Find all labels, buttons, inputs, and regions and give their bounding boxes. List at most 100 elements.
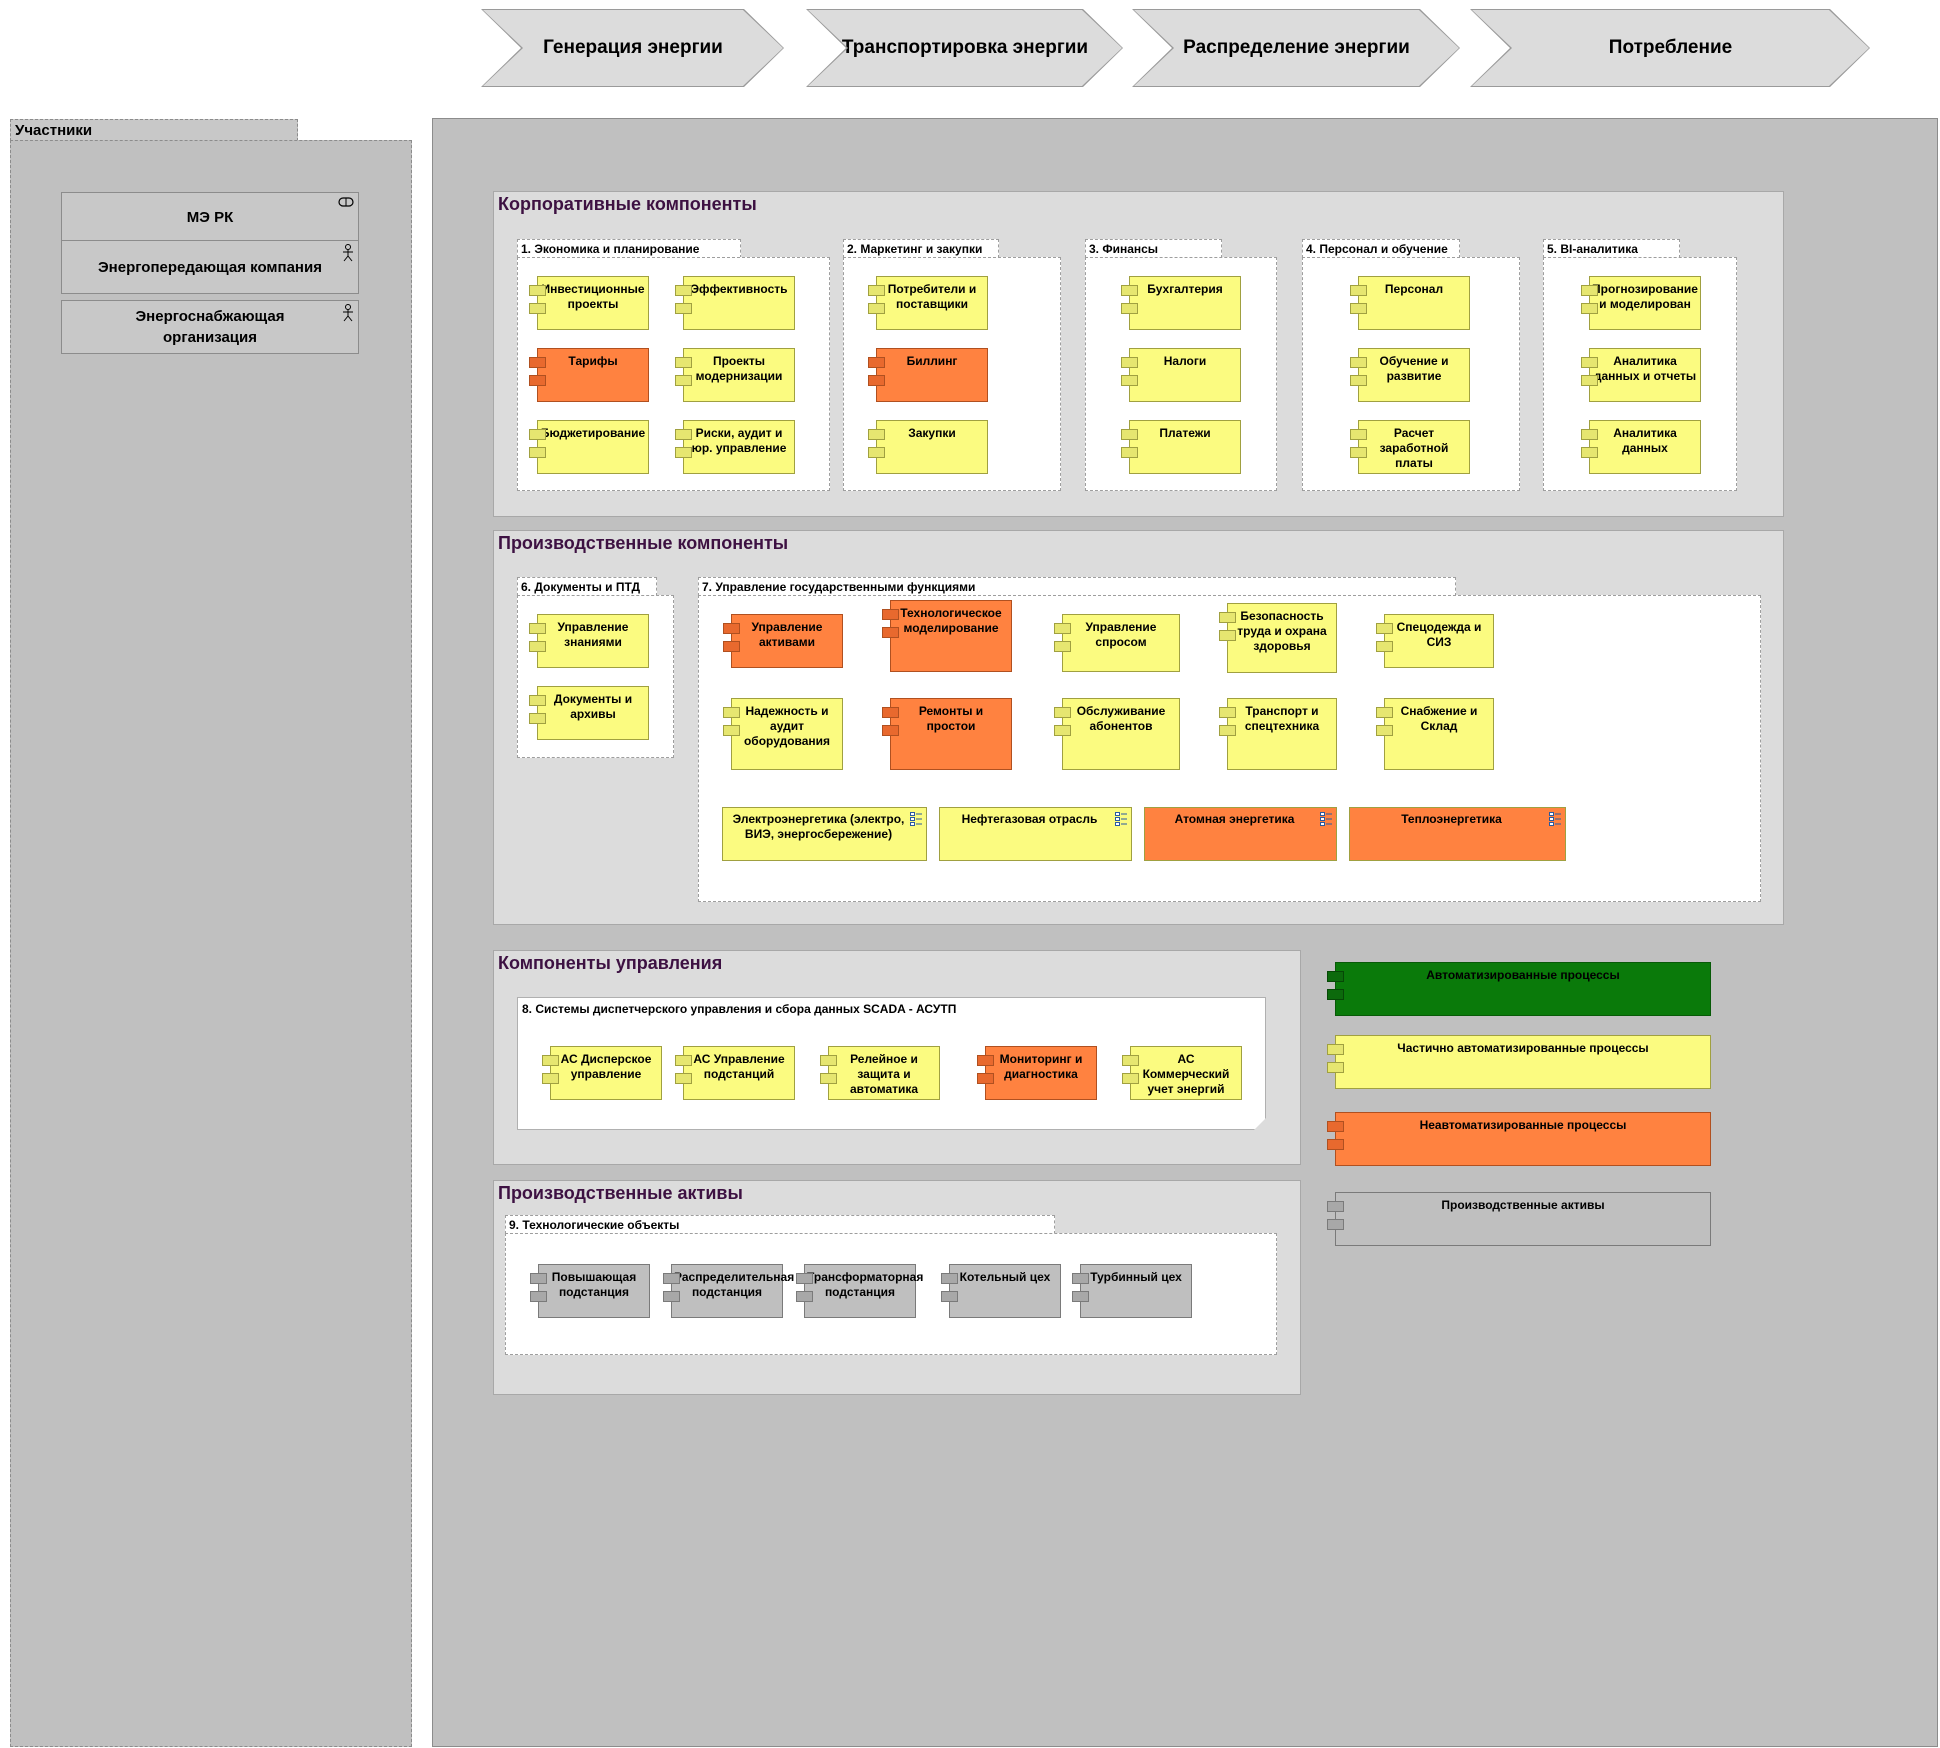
component[interactable]: Ремонты и простои (882, 698, 1012, 770)
component[interactable]: Риски, аудит и юр. управление (675, 420, 795, 474)
component[interactable]: АС Управление подстанций (675, 1046, 795, 1100)
component[interactable]: Эффективность (675, 276, 795, 330)
group-title: Производственные активы (498, 1183, 743, 1203)
industry-system[interactable]: Нефтегазовая отрасль (939, 807, 1132, 861)
component-label: Персонал (1384, 282, 1444, 296)
chevron-transport: Транспортировка энергии (808, 10, 1122, 86)
chevron-label: Транспортировка энергии (841, 37, 1089, 58)
component-label: Транспорт и спецтехника (1244, 704, 1320, 733)
chevron-distribution: Распределение энергии (1134, 10, 1459, 86)
participants-panel (10, 140, 412, 1747)
participants-tab: Участники (10, 119, 298, 141)
group-title: Производственные компоненты (498, 533, 789, 553)
pkg-tab: 4. Персонал и обучение (1302, 239, 1460, 258)
legend-label: Неавтоматизированные процессы (1419, 1118, 1627, 1132)
participants-title: Участники (15, 122, 93, 139)
legend-manual: Неавтоматизированные процессы (1327, 1112, 1711, 1166)
component[interactable]: Аналитика данных (1581, 420, 1701, 474)
actor-icon (342, 244, 354, 264)
component[interactable]: Управление активами (723, 614, 843, 668)
component[interactable]: Персонал (1350, 276, 1470, 330)
component[interactable]: Потребители и поставщики (868, 276, 988, 330)
component-label: Налоги (1163, 354, 1207, 368)
pkg-title: 4. Персонал и обучение (1306, 242, 1448, 256)
component-label: Биллинг (906, 354, 958, 368)
pkg-tab: 7. Управление государственными функциями (698, 577, 1456, 596)
component[interactable]: АС Дисперское управление (542, 1046, 662, 1100)
pkg-title: 8. Системы диспетчерского управления и с… (522, 1002, 957, 1016)
component-label: Распределительная подстанция (674, 1270, 795, 1299)
pkg-title: 6. Документы и ПТД (521, 580, 641, 594)
system-label: Теплоэнергетика (1401, 812, 1502, 826)
component-label: Потребители и поставщики (887, 282, 977, 311)
component-label: Аналитика данных и отчеты (1593, 354, 1697, 383)
component[interactable]: Бухгалтерия (1121, 276, 1241, 330)
industry-system[interactable]: Электроэнергетика (электро, ВИЭ, энергос… (722, 807, 927, 861)
component-label: Прогнозирование и моделирован (1592, 282, 1698, 311)
asset-component[interactable]: Котельный цех (941, 1264, 1061, 1318)
component[interactable]: Управление спросом (1054, 614, 1180, 672)
component[interactable]: Спецодежда и СИЗ (1376, 614, 1494, 668)
pkg-tab: 5. BI-аналитика (1543, 239, 1680, 258)
pill-icon (338, 196, 354, 209)
chevron-label: Распределение энергии (1183, 37, 1410, 58)
component-label: Котельный цех (959, 1270, 1051, 1284)
component[interactable]: Биллинг (868, 348, 988, 402)
pkg-tab: 2. Маркетинг и закупки (843, 239, 999, 258)
component-label: Мониторинг и диагностика (999, 1052, 1083, 1081)
participant-me-rk[interactable]: МЭ РК (61, 192, 359, 242)
component-label: Бухгалтерия (1147, 282, 1223, 296)
component[interactable]: Обслуживание абонентов (1054, 698, 1180, 770)
component[interactable]: Технологическое моделирование (882, 600, 1012, 672)
component[interactable]: Тарифы (529, 348, 649, 402)
component-label: АС Управление подстанций (693, 1052, 785, 1081)
component[interactable]: Бюджетирование (529, 420, 649, 474)
component[interactable]: Безопасность труда и охрана здоровья (1219, 603, 1337, 673)
asset-component[interactable]: Повышающая подстанция (530, 1264, 650, 1318)
participant-supply[interactable]: Энергоснабжающая организация (61, 300, 359, 354)
participant-label: Энергоснабжающая организация (135, 308, 285, 346)
component-label: Инвестиционные проекты (541, 282, 645, 311)
component-label: Трансформаторная подстанция (807, 1270, 924, 1299)
asset-component[interactable]: Турбинный цех (1072, 1264, 1192, 1318)
component[interactable]: Аналитика данных и отчеты (1581, 348, 1701, 402)
pkg-title: 9. Технологические объекты (509, 1218, 680, 1232)
pkg-tab: 3. Финансы (1085, 239, 1222, 258)
legend-partial: Частично автоматизированные процессы (1327, 1035, 1711, 1089)
component[interactable]: Управление знаниями (529, 614, 649, 668)
legend-label: Частично автоматизированные процессы (1397, 1041, 1649, 1055)
component[interactable]: Проекты модернизации (675, 348, 795, 402)
component-label: Расчет заработной платы (1379, 426, 1449, 470)
industry-system[interactable]: Теплоэнергетика (1349, 807, 1566, 861)
component[interactable]: Релейное и защита и автоматика (820, 1046, 940, 1100)
component-label: Эффективность (690, 282, 788, 296)
component-label: Обучение и развитие (1379, 354, 1449, 383)
chevron-generation: Генерация энергии (483, 10, 783, 86)
component[interactable]: Надежность и аудит оборудования (723, 698, 843, 770)
component[interactable]: АС Коммерческий учет энергий (1122, 1046, 1242, 1100)
component-label: Платежи (1159, 426, 1211, 440)
component[interactable]: Мониторинг и диагностика (977, 1046, 1097, 1100)
pkg-title: 3. Финансы (1089, 242, 1159, 256)
component[interactable]: Закупки (868, 420, 988, 474)
component[interactable]: Налоги (1121, 348, 1241, 402)
component[interactable]: Прогнозирование и моделирован (1581, 276, 1701, 330)
component[interactable]: Транспорт и спецтехника (1219, 698, 1337, 770)
chevron-label: Потребление (1608, 37, 1733, 58)
component-label: Управление активами (751, 620, 823, 649)
asset-component[interactable]: Трансформаторная подстанция (796, 1264, 924, 1318)
component[interactable]: Обучение и развитие (1350, 348, 1470, 402)
component[interactable]: Платежи (1121, 420, 1241, 474)
industry-system[interactable]: Атомная энергетика (1144, 807, 1337, 861)
component[interactable]: Расчет заработной платы (1350, 420, 1470, 474)
component[interactable]: Инвестиционные проекты (529, 276, 649, 330)
component-label: Технологическое моделирование (900, 606, 1002, 635)
asset-component[interactable]: Распределительная подстанция (663, 1264, 795, 1318)
component[interactable]: Снабжение и Склад (1376, 698, 1494, 770)
group-title: Компоненты управления (498, 953, 723, 973)
participant-transmission[interactable]: Энергопередающая компания (61, 240, 359, 294)
component-label: Турбинный цех (1090, 1270, 1182, 1284)
pkg-tab: 9. Технологические объекты (505, 1215, 1055, 1234)
component[interactable]: Документы и архивы (529, 686, 649, 740)
system-label: Нефтегазовая отрасль (961, 812, 1098, 826)
